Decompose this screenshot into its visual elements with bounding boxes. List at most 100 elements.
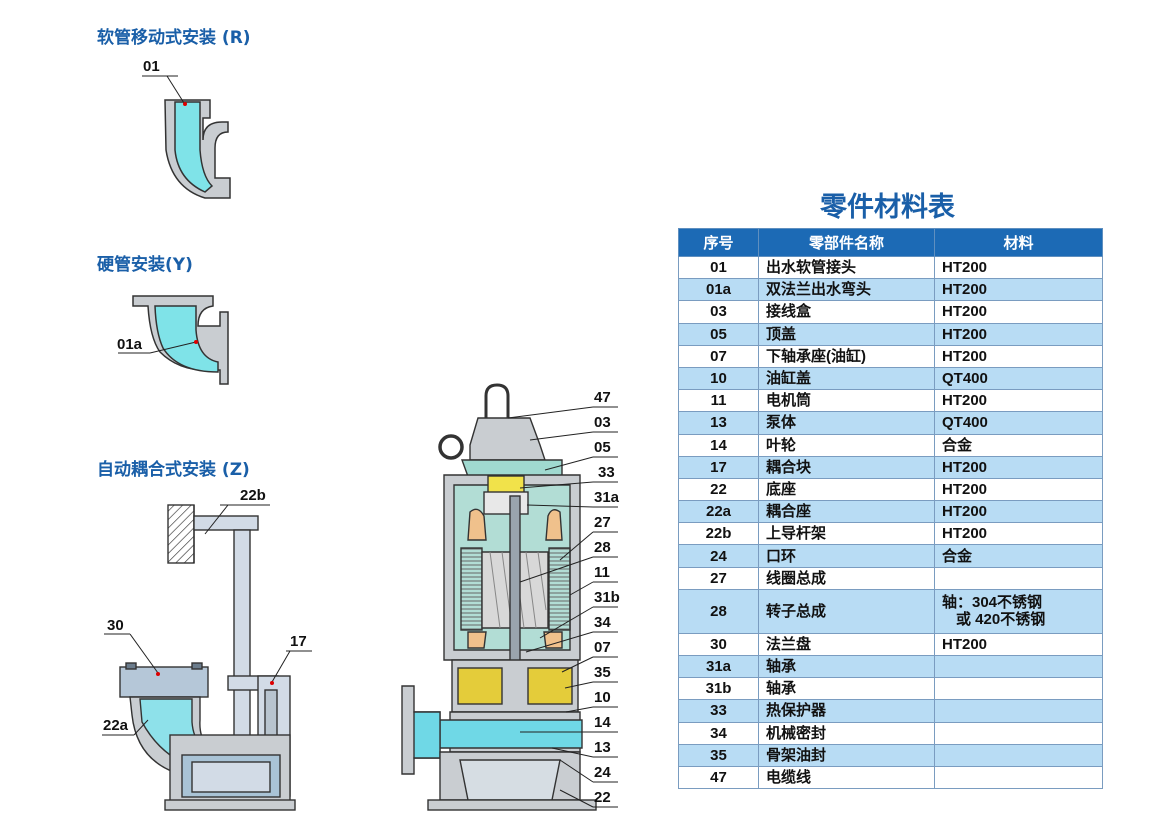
part-number: 17 <box>678 455 759 479</box>
section-title-auto: 自动耦合式安装 (Z) <box>97 460 250 480</box>
rigid-elbow-drawing <box>132 295 229 385</box>
callout-17: 17 <box>290 633 307 650</box>
part-name: 电缆线 <box>758 765 935 790</box>
part-number: 47 <box>678 765 759 790</box>
callout-22a: 22a <box>103 717 129 734</box>
part-material: HT200 <box>934 522 1103 546</box>
part-material <box>934 566 1103 590</box>
callout-03: 03 <box>594 414 611 431</box>
auto-coupling-drawing <box>119 504 296 811</box>
part-material: 合金 <box>934 544 1103 568</box>
callout-22: 22 <box>594 789 611 806</box>
part-material: HT200 <box>934 278 1103 302</box>
part-number: 01a <box>678 278 759 302</box>
part-material <box>934 699 1103 723</box>
part-name: 骨架油封 <box>758 743 935 767</box>
part-material <box>934 721 1103 745</box>
callout-10: 10 <box>594 689 611 706</box>
callout-35: 35 <box>594 664 611 681</box>
header-name: 零部件名称 <box>758 228 935 257</box>
callout-13: 13 <box>594 739 611 756</box>
part-material <box>934 765 1103 790</box>
part-number: 34 <box>678 721 759 745</box>
part-number: 10 <box>678 366 759 391</box>
part-name: 出水软管接头 <box>758 255 935 280</box>
callout-27: 27 <box>594 514 611 531</box>
callout-24: 24 <box>594 764 611 781</box>
part-number: 30 <box>678 632 759 657</box>
part-number: 03 <box>678 300 759 324</box>
part-number: 11 <box>678 389 759 413</box>
callout-34: 34 <box>594 614 611 631</box>
callout-47: 47 <box>594 389 611 406</box>
part-number: 07 <box>678 344 759 368</box>
part-number: 14 <box>678 433 759 457</box>
part-number: 31b <box>678 677 759 701</box>
part-name: 接线盒 <box>758 300 935 324</box>
callout-01: 01 <box>143 58 160 75</box>
material-line-2: 或 420不锈钢 <box>956 611 1046 629</box>
section-title-rigid: 硬管安装(Y) <box>97 255 193 275</box>
part-material: HT200 <box>934 389 1103 413</box>
part-number: 27 <box>678 566 759 590</box>
part-number: 13 <box>678 411 759 435</box>
part-material: 轴：304不锈钢或 420不锈钢 <box>934 588 1103 634</box>
callout-31a: 31a <box>594 489 620 506</box>
part-material: HT200 <box>934 500 1103 524</box>
part-number: 24 <box>678 544 759 568</box>
part-name: 机械密封 <box>758 721 935 745</box>
callout-31b: 31b <box>594 589 620 606</box>
part-material: HT200 <box>934 344 1103 368</box>
callout-14: 14 <box>594 714 611 731</box>
parts-table-title: 零件材料表 <box>820 192 955 223</box>
callout-30: 30 <box>107 617 124 634</box>
part-number: 33 <box>678 699 759 723</box>
part-name: 泵体 <box>758 411 935 435</box>
part-name: 热保护器 <box>758 699 935 723</box>
part-name: 双法兰出水弯头 <box>758 278 935 302</box>
part-name: 法兰盘 <box>758 632 935 657</box>
part-material: 合金 <box>934 433 1103 457</box>
part-material: HT200 <box>934 322 1103 346</box>
part-material: HT200 <box>934 255 1103 280</box>
callout-05: 05 <box>594 439 611 456</box>
part-name: 轴承 <box>758 654 935 679</box>
header-material: 材料 <box>934 228 1103 257</box>
pump-section-drawing <box>401 383 597 811</box>
part-material <box>934 677 1103 701</box>
part-number: 28 <box>678 588 759 634</box>
part-number: 22 <box>678 477 759 502</box>
header-no: 序号 <box>678 228 759 257</box>
part-material: QT400 <box>934 366 1103 391</box>
part-name: 耦合块 <box>758 455 935 479</box>
part-material: HT200 <box>934 455 1103 479</box>
part-name: 耦合座 <box>758 500 935 524</box>
part-name: 线圈总成 <box>758 566 935 590</box>
part-material <box>934 743 1103 767</box>
part-name: 叶轮 <box>758 433 935 457</box>
callout-28: 28 <box>594 539 611 556</box>
material-line-1: 轴：304不锈钢 <box>942 594 1043 612</box>
part-number: 05 <box>678 322 759 346</box>
pump-callout-lines <box>507 406 618 808</box>
part-number: 22b <box>678 522 759 546</box>
part-name: 轴承 <box>758 677 935 701</box>
callout-07: 07 <box>594 639 611 656</box>
part-number: 35 <box>678 743 759 767</box>
callout-01a: 01a <box>117 336 143 353</box>
